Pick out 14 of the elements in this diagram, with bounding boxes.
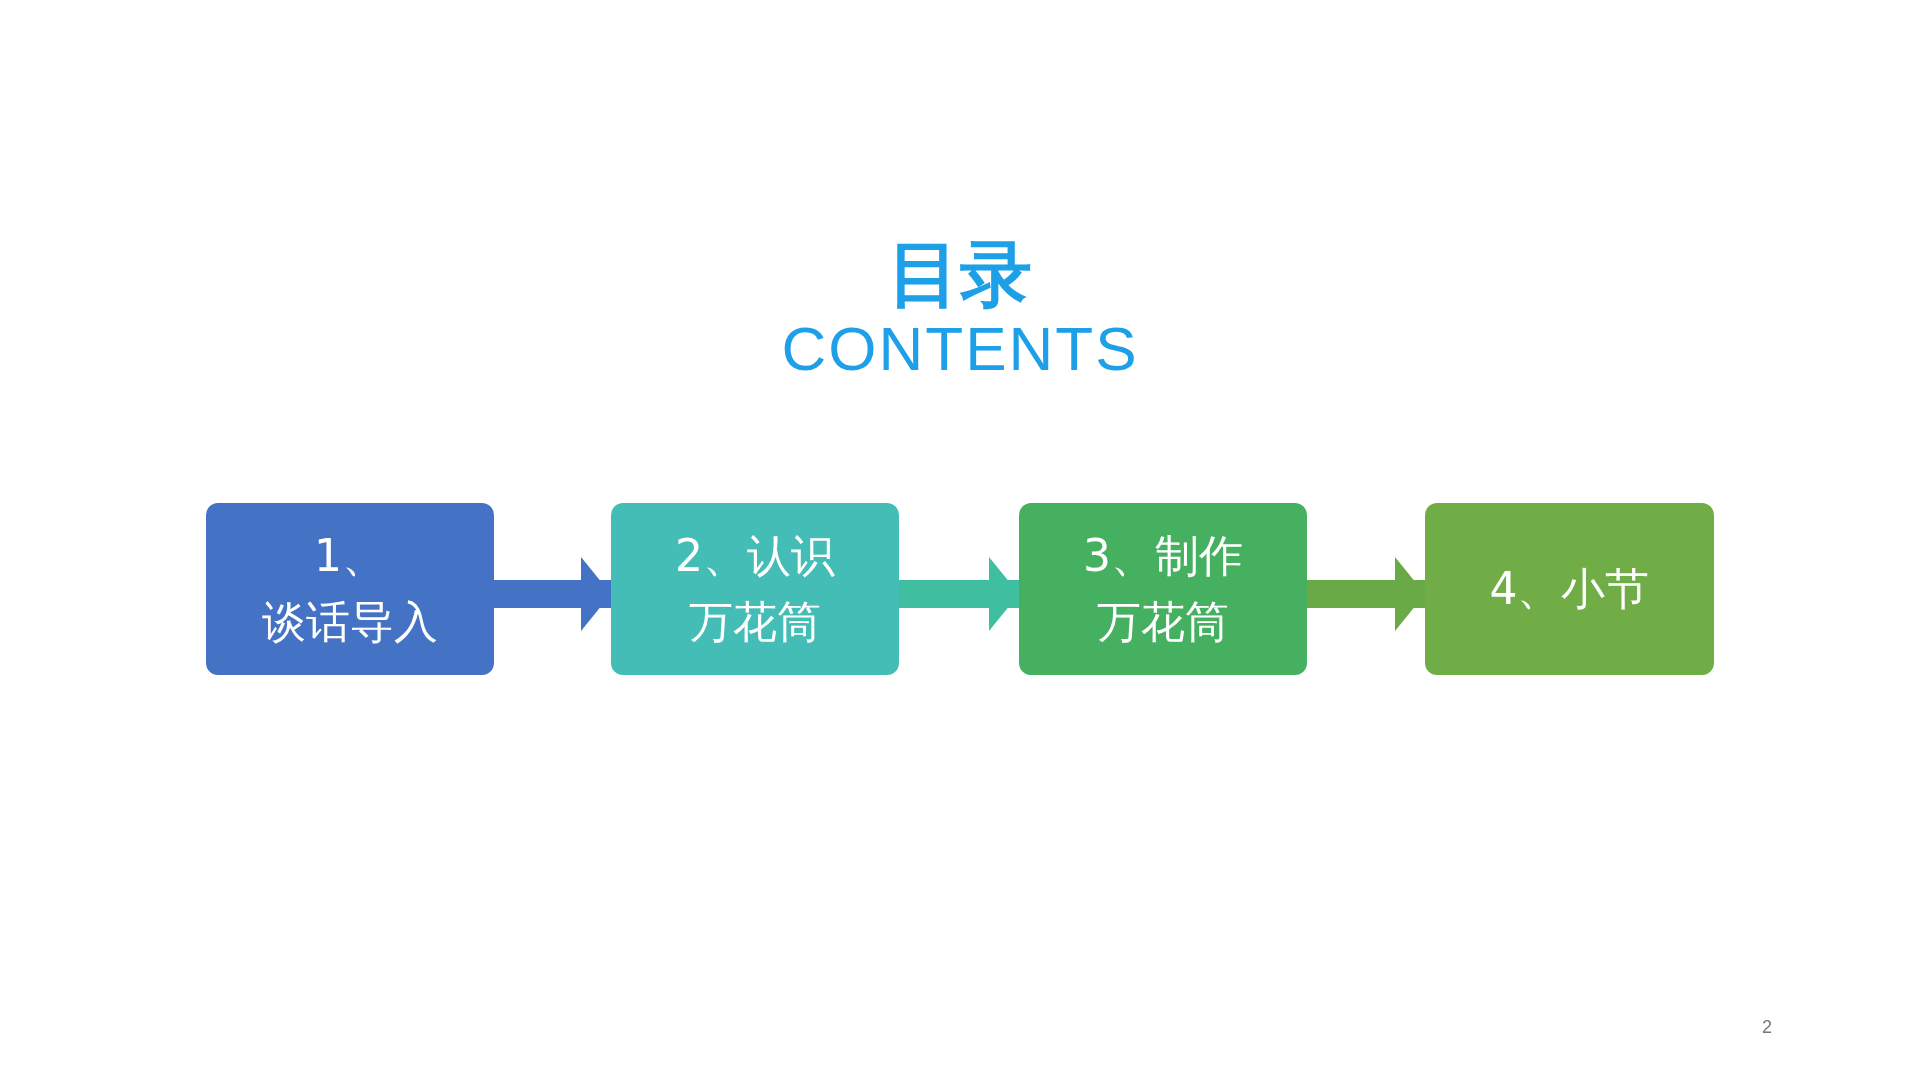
step-box [206, 503, 494, 675]
title: 目录 [887, 238, 1033, 310]
step-box [1019, 503, 1307, 675]
step-text: 3、制作万花筒 [1082, 529, 1244, 649]
step-text: 4、小节 [1489, 562, 1650, 616]
page-number: 2 [1761, 1018, 1773, 1036]
block-arrow [1307, 557, 1425, 631]
step-text: 2、认识万花筒 [674, 529, 836, 649]
subtitle: CONTENTS [780, 318, 1140, 380]
block-arrow [899, 557, 1019, 631]
block-arrow [494, 557, 611, 631]
step-box [1425, 503, 1714, 675]
step-box [611, 503, 899, 675]
step-text: 1、谈话导入 [261, 529, 439, 649]
